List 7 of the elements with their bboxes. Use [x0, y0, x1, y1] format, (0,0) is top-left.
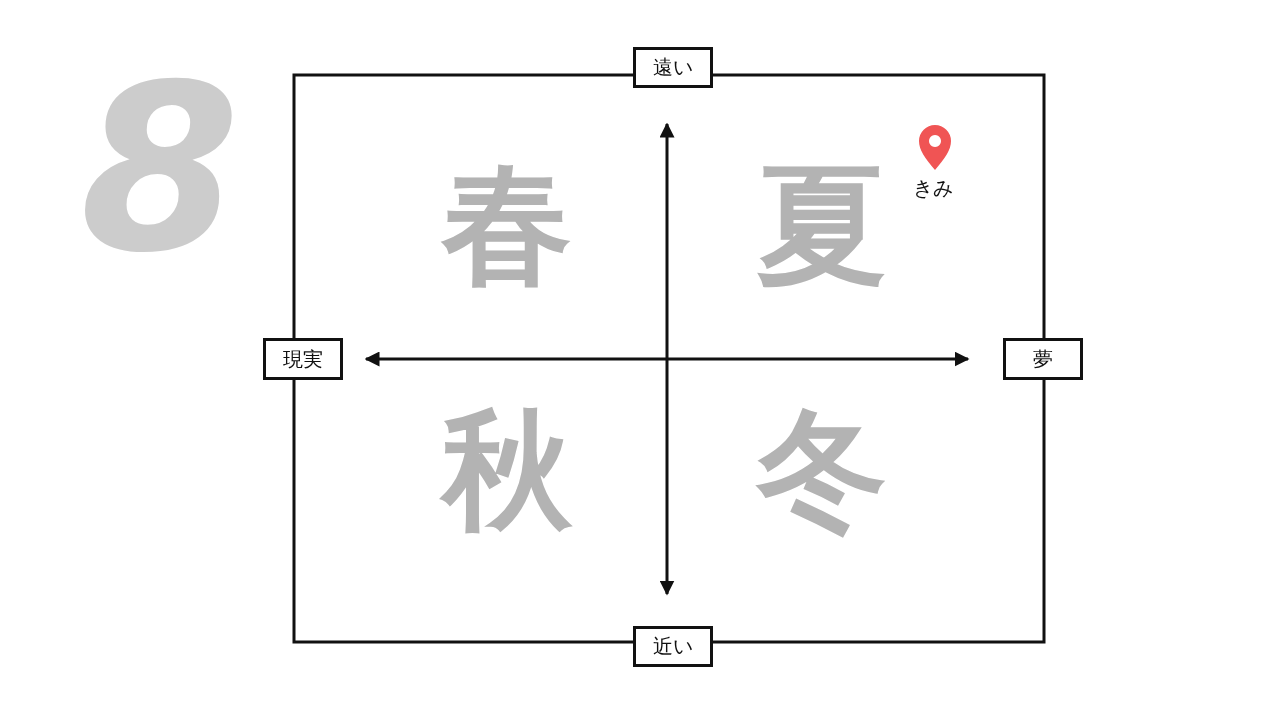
axis-label-box: 近い	[633, 626, 713, 667]
quadrant-label: 春	[442, 160, 572, 290]
axis-label-box: 遠い	[633, 47, 713, 88]
axis-label-box: 現実	[263, 338, 343, 380]
axis-label-box: 夢	[1003, 338, 1083, 380]
quadrant-label: 夏	[757, 160, 887, 290]
pin-label: きみ	[913, 178, 953, 198]
